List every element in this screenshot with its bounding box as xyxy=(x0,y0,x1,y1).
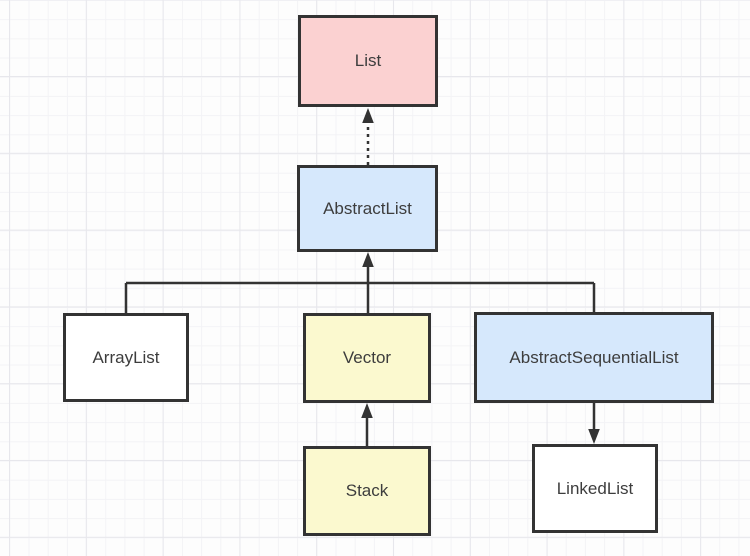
arrowhead-down-icon xyxy=(588,429,600,444)
node-linked-list-label: LinkedList xyxy=(556,478,634,498)
arrowhead-up-icon xyxy=(361,403,373,418)
node-linked-list[interactable]: LinkedList xyxy=(532,444,658,533)
node-list-label: List xyxy=(354,51,382,70)
node-abstract-sequential-list[interactable]: AbstractSequentialList xyxy=(474,312,714,403)
edge-abstractlist-to-list[interactable] xyxy=(362,108,374,165)
node-list[interactable]: List xyxy=(298,15,438,107)
node-vector[interactable]: Vector xyxy=(303,313,431,403)
arrowhead-up-icon xyxy=(362,108,374,123)
edge-asl-to-linkedlist[interactable] xyxy=(588,403,600,444)
arrowhead-up-icon xyxy=(362,252,374,267)
node-abstract-list-label: AbstractList xyxy=(323,198,412,218)
node-array-list[interactable]: ArrayList xyxy=(63,313,189,402)
node-vector-label: Vector xyxy=(342,348,392,367)
node-stack-label: Stack xyxy=(345,481,389,500)
node-stack[interactable]: Stack xyxy=(303,446,431,536)
node-abstract-list[interactable]: AbstractList xyxy=(297,165,438,252)
edge-children-to-abstractlist[interactable] xyxy=(124,252,596,313)
node-array-list-label: ArrayList xyxy=(92,347,160,367)
node-abstract-sequential-list-label: AbstractSequentialList xyxy=(509,347,679,367)
edge-stack-to-vector[interactable] xyxy=(361,403,373,446)
